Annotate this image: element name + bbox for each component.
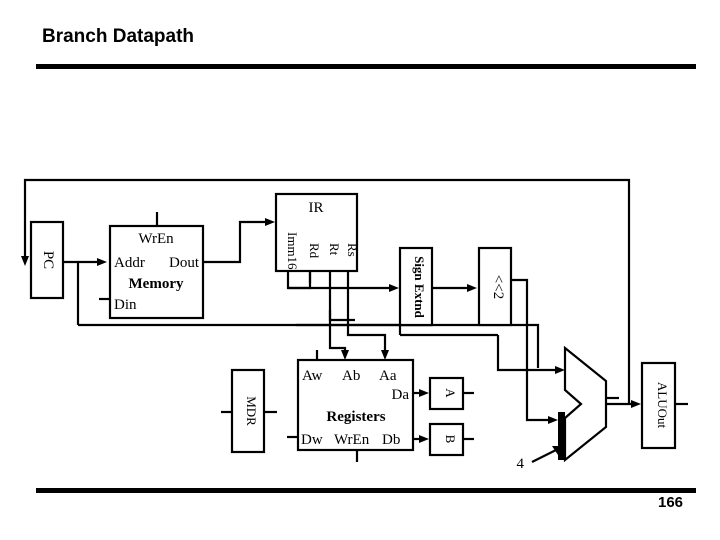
memory-din-label: Din [114,297,137,313]
wire-ir-imm16-jog [288,271,312,290]
registers-da-label: Da [392,387,410,403]
block-register-a[interactable]: A [428,376,465,411]
sign-extend-label: Sign Extnd [412,256,427,319]
wire-registers-db-to-b [413,435,429,443]
alu-input-mux-bar [558,412,565,460]
register-b-label: B [443,435,458,444]
block-memory[interactable]: WrEn Addr Dout Memory Din [108,224,205,320]
page-number: 166 [658,494,684,511]
block-aluout[interactable]: ALUOut [640,361,677,450]
title-divider-rule [36,64,696,69]
registers-dw-label: Dw [301,432,323,448]
ir-name-label: IR [309,200,324,216]
wire-registers-da-to-a [413,389,429,397]
registers-ab-label: Ab [342,368,360,384]
ir-rs-label: Rs [345,243,360,257]
footer-divider-rule [36,488,696,493]
wire-pc-to-memory-addr [63,258,107,266]
wire-pc-to-alu-bus [76,262,540,368]
wire-lower-left-bus-to-alu [496,335,565,374]
registers-aw-label: Aw [302,368,322,384]
registers-aa-label: Aa [379,368,397,384]
block-pc[interactable]: PC [29,220,65,300]
registers-wren-label: WrEn [334,432,370,448]
wire-ir-rt-to-registers-ab [328,271,349,360]
register-a-label: A [443,388,458,398]
ir-imm16-label: Imm16 [285,232,300,270]
registers-db-label: Db [382,432,400,448]
wire-alu-to-pc-feedback [21,178,631,404]
wire-memory-dout-to-ir [203,218,275,264]
block-shift-left-2[interactable]: <<2 [477,246,513,327]
ir-rd-label: Rd [307,243,322,259]
memory-addr-label: Addr [114,255,145,271]
ir-rt-label: Rt [327,243,342,256]
wire-ir-rs-to-registers-aa [346,271,389,360]
wire-shifter-to-alu [511,278,558,424]
block-alu[interactable] [563,345,608,463]
block-registers[interactable]: Aw Ab Aa Da Registers Dw WrEn Db [296,358,415,452]
shifter-label: <<2 [490,275,506,299]
block-mdr[interactable]: MDR [230,368,266,454]
pc-label: PC [40,251,56,269]
wire-ir-rt-jog [328,310,355,322]
memory-wren-label: WrEn [138,231,174,247]
wire-alu-to-aluout [606,400,641,408]
wire-signextend-bottom-bus [296,323,432,335]
mdr-label: MDR [244,396,259,426]
aluout-label: ALUOut [655,382,670,429]
registers-name-label: Registers [326,409,385,425]
wire-signextend-to-shifter [432,284,477,292]
page-title: Branch Datapath [42,26,195,47]
memory-name-label: Memory [129,276,184,292]
alu-constant-4-label: 4 [517,456,525,472]
block-ir[interactable]: IR Imm16 Rd Rt Rs [274,192,360,273]
memory-dout-label: Dout [169,255,200,271]
block-sign-extend[interactable]: Sign Extnd [398,246,434,327]
block-register-b[interactable]: B [428,422,465,457]
